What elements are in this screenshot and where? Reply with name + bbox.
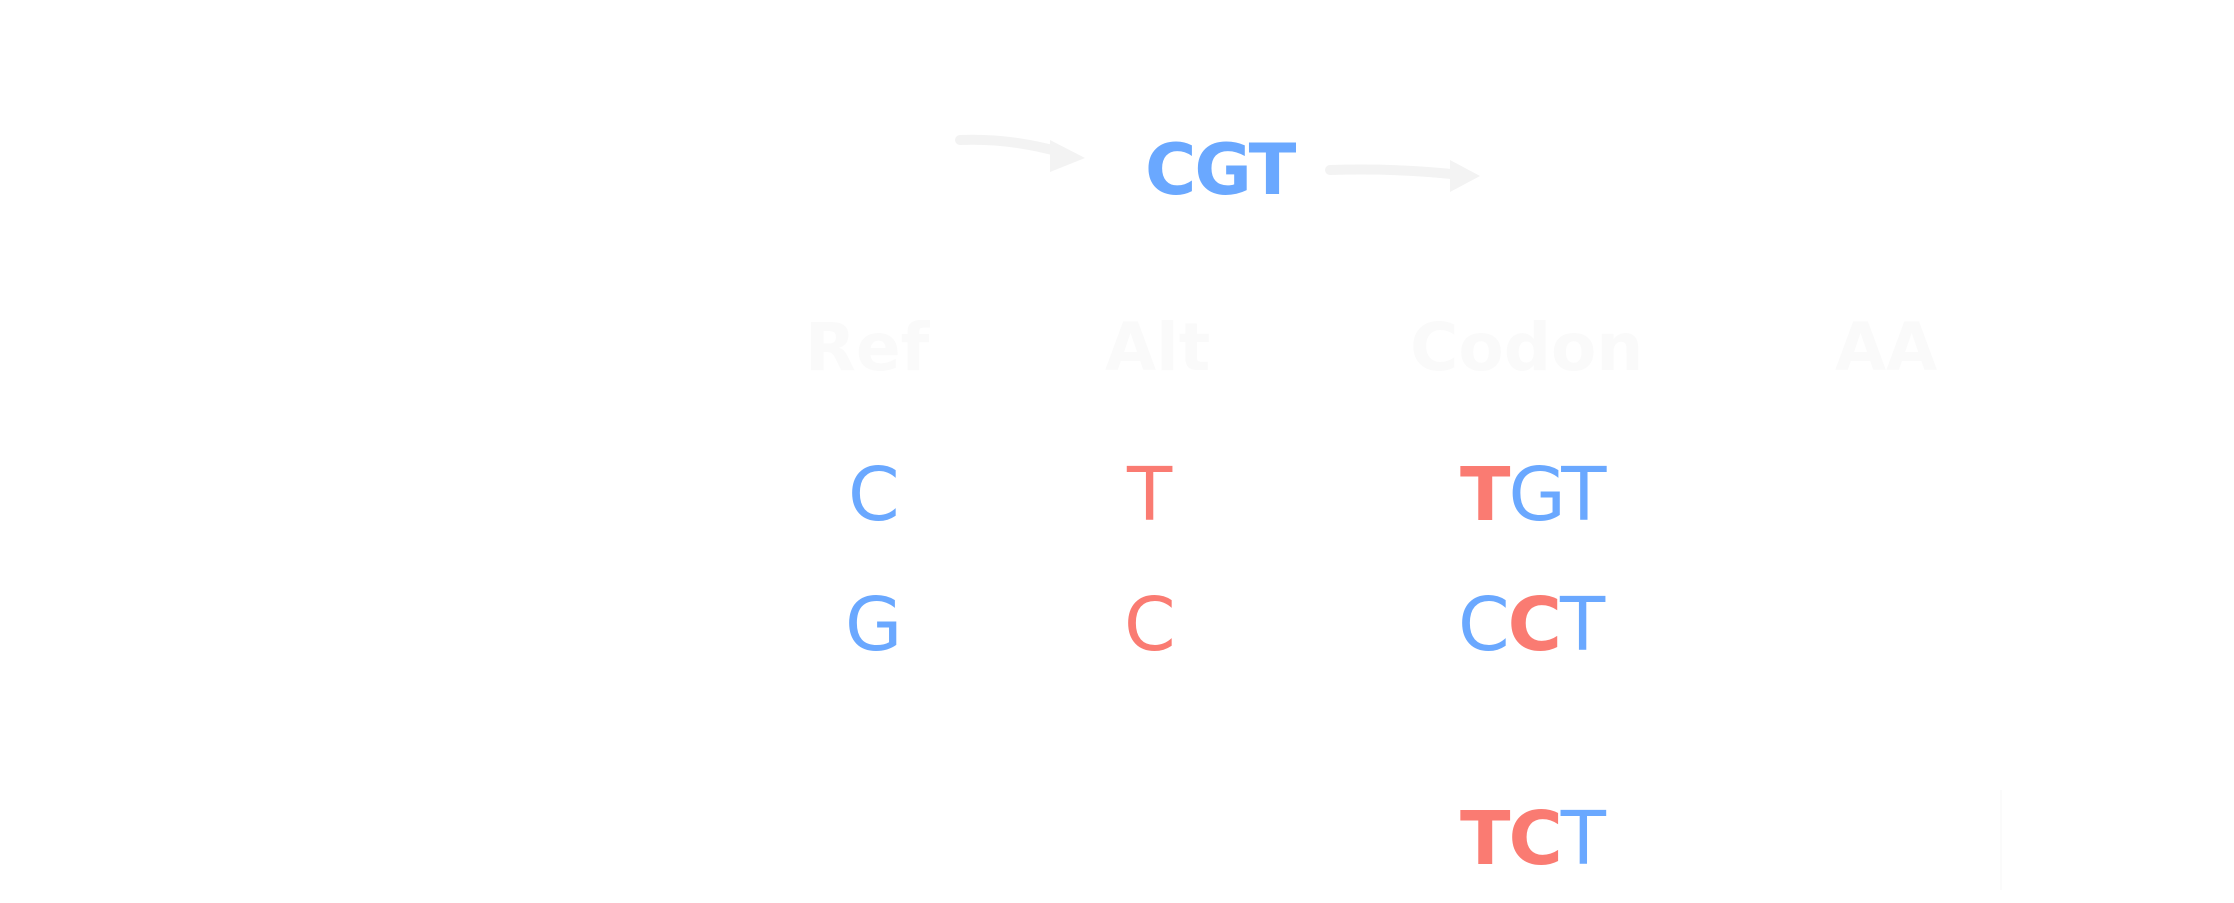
row-2-alt: C — [1124, 582, 1176, 668]
top-codon-base-3: T — [1248, 129, 1297, 211]
combined-codon-base-2: C — [1508, 796, 1562, 882]
row-2-codon-base-3: T — [1559, 582, 1605, 668]
row-1-codon-base-2: G — [1508, 452, 1563, 538]
combined-codon: TCT — [1460, 802, 1606, 876]
row-1-codon-base-3: T — [1561, 452, 1606, 538]
row-1-ref: C — [848, 452, 900, 538]
row-2-codon-base-1: C — [1458, 582, 1510, 668]
right-arrow — [1325, 164, 1465, 180]
top-codon-base-2: G — [1194, 129, 1250, 211]
combined-codon-base-3: T — [1560, 796, 1606, 882]
left-arrow-head — [1050, 140, 1085, 172]
row-2-ref: G — [845, 582, 903, 668]
row-1-codon-base-1: T — [1460, 452, 1511, 538]
header-ref: Ref — [805, 309, 930, 386]
row-1-codon: TGT — [1460, 458, 1606, 532]
faint-divider — [2000, 790, 2002, 890]
row-2-codon: CCT — [1458, 588, 1605, 662]
top-codon-base-1: C — [1145, 129, 1196, 211]
right-arrow-head — [1450, 160, 1480, 192]
header-codon: Codon — [1410, 309, 1644, 386]
header-alt: Alt — [1105, 309, 1211, 386]
left-arrow — [955, 134, 1065, 157]
header-aa: AA — [1835, 309, 1938, 386]
top-codon: CGT — [1145, 135, 1296, 205]
combined-codon-base-1: T — [1460, 796, 1511, 882]
row-1-alt: T — [1127, 452, 1173, 538]
row-2-codon-base-2: C — [1507, 582, 1562, 668]
